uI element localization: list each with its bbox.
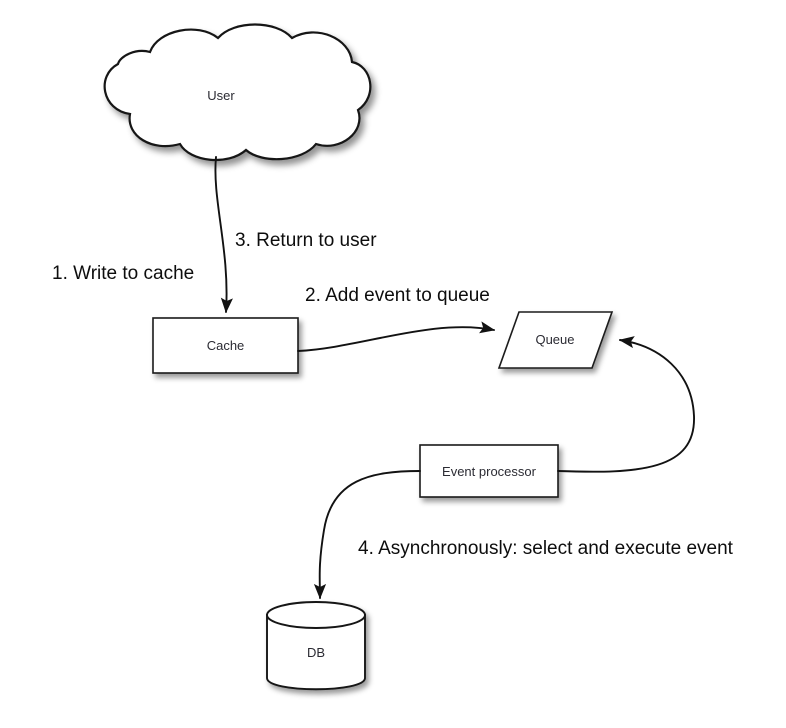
node-db[interactable]: DB — [266, 601, 366, 691]
step-label-2: 2. Add event to queue — [305, 285, 490, 306]
edge-cache-to-queue — [297, 321, 496, 352]
node-user-label: User — [207, 88, 235, 103]
node-event-processor-label: Event processor — [442, 464, 537, 479]
step-label-3: 3. Return to user — [235, 230, 377, 251]
node-queue-label: Queue — [535, 332, 574, 347]
edge-user-to-cache — [214, 156, 233, 314]
node-cache[interactable]: Cache — [152, 317, 299, 374]
edge-event-processor-to-queue — [557, 336, 695, 473]
db-shape — [266, 601, 366, 691]
node-cache-label: Cache — [207, 338, 245, 353]
node-event-processor[interactable]: Event processor — [419, 444, 559, 498]
cache-shape — [152, 317, 299, 374]
step-label-1: 1. Write to cache — [52, 263, 194, 284]
node-user[interactable]: User — [103, 23, 372, 162]
node-db-label: DB — [307, 645, 325, 660]
queue-shape — [497, 311, 614, 369]
step-label-4: 4. Asynchronously: select and execute ev… — [358, 538, 734, 559]
cloud-shape — [103, 23, 372, 162]
node-queue[interactable]: Queue — [497, 311, 614, 369]
edge-event-processor-to-db — [313, 470, 421, 600]
